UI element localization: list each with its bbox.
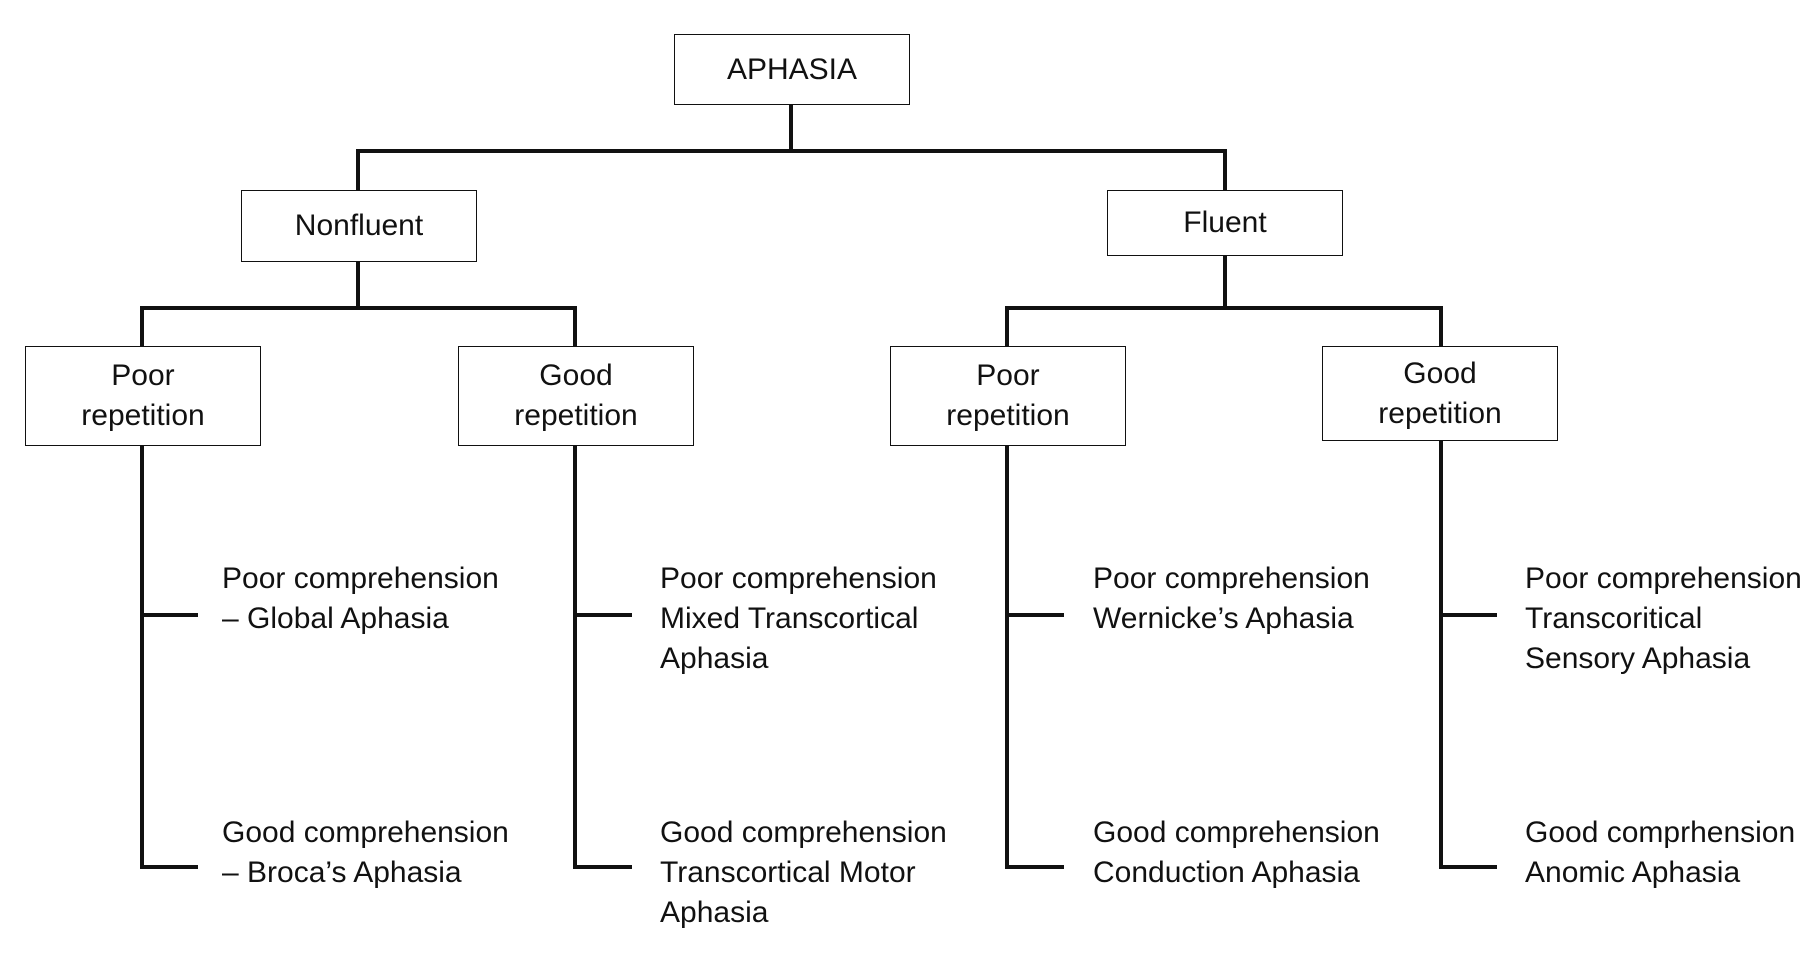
fluent-good-repetition-label: Good repetition	[1378, 356, 1502, 430]
nonfluent-poor-repetition-label: Poor repetition	[81, 359, 205, 432]
nonfluent-good-repetition-label: Good repetition	[514, 359, 638, 432]
nonfluent-label: Nonfluent	[294, 209, 424, 242]
wernicke-aphasia-leaf: Poor comprehension Wernicke’s Aphasia	[1093, 562, 1370, 635]
broca-aphasia-leaf: Good comprehension – Broca’s Aphasia	[222, 816, 509, 889]
nonfluent-node: Nonfluent	[241, 190, 477, 262]
nonfluent-good-repetition-node: Good repetition	[458, 346, 694, 446]
global-aphasia-leaf: Poor comprehension – Global Aphasia	[222, 562, 499, 635]
fluent-poor-repetition-node: Poor repetition	[890, 346, 1126, 446]
nonfluent-poor-repetition-node: Poor repetition	[25, 346, 261, 446]
transcortical-motor-aphasia-leaf: Good comprehension Transcortical Motor A…	[660, 816, 947, 929]
root-label: APHASIA	[726, 52, 858, 86]
conduction-aphasia-leaf: Good comprehension Conduction Aphasia	[1093, 816, 1380, 889]
root-node: APHASIA	[674, 34, 910, 105]
mixed-transcortical-aphasia-leaf: Poor comprehension Mixed Transcortical A…	[660, 562, 937, 675]
fluent-node: Fluent	[1107, 190, 1343, 256]
fluent-good-repetition-node: Good repetition	[1322, 346, 1558, 441]
transcortical-sensory-aphasia-leaf: Poor comprehension Transcoritical Sensor…	[1525, 562, 1802, 675]
fluent-label: Fluent	[1183, 206, 1267, 239]
fluent-poor-repetition-label: Poor repetition	[946, 359, 1070, 432]
anomic-aphasia-leaf: Good comprhension Anomic Aphasia	[1525, 816, 1796, 889]
